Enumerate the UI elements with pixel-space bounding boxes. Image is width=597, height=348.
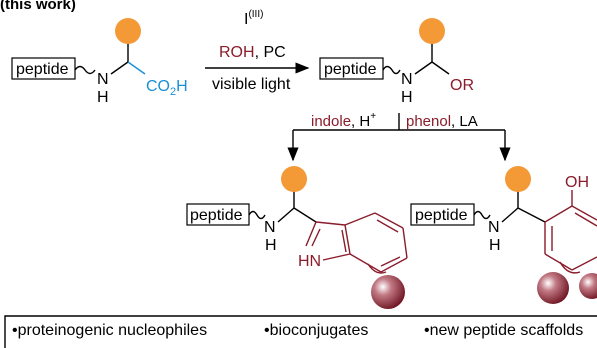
peptide-label: peptide (415, 207, 468, 224)
nh-h-label: H (401, 89, 413, 106)
peptide-label: peptide (324, 61, 377, 78)
substituent-sphere (371, 275, 405, 309)
roh-pc-label: ROH, PC (219, 44, 286, 61)
substituent-arc (559, 261, 581, 274)
substituent-arc (367, 263, 387, 274)
branch-arrows: indole, H+ phenol, LA (287, 111, 511, 162)
side-chain-circle (419, 18, 445, 44)
or-label: OR (450, 77, 474, 94)
nh-h-label: H (265, 237, 277, 254)
light-label: visible light (212, 76, 291, 93)
nh-h-label: H (489, 237, 501, 254)
nh-n-label: N (264, 219, 276, 236)
hn-label: HN (298, 253, 321, 270)
nh-n-label: N (97, 71, 109, 88)
product-indole: peptide N H HN (186, 166, 408, 309)
bullet-item: •proteinogenic nucleophiles (12, 322, 208, 339)
side-chain-circle (505, 166, 531, 192)
reagent-label: I(III) (244, 9, 263, 28)
bullet-item: •bioconjugates (264, 322, 369, 339)
substituent-sphere-partial (579, 273, 597, 299)
side-chain-circle (281, 166, 307, 192)
starting-material: peptide N H CO2H (11, 18, 188, 106)
nh-n-label: N (401, 71, 413, 88)
summary-bullets: •proteinogenic nucleophiles •bioconjugat… (12, 318, 597, 348)
nh-h-label: H (97, 89, 109, 106)
peptide-label: peptide (190, 207, 243, 224)
phenol-conditions: phenol, LA (406, 113, 478, 130)
wavy-bond (382, 65, 401, 75)
intermediate: peptide N H OR (319, 18, 474, 106)
product-phenol: peptide N H OH (410, 166, 597, 304)
peptide-label: peptide (16, 61, 69, 78)
acid-label: CO2H (146, 78, 188, 98)
wavy-bond (473, 210, 491, 220)
substituent-sphere (537, 272, 569, 304)
summary-bracket (4, 315, 597, 348)
reaction-conditions: I(III) ROH, PC visible light (205, 9, 310, 93)
indole-conditions: indole, H+ (311, 111, 376, 130)
wavy-bond (248, 210, 266, 220)
bullet-item: •new peptide scaffolds (424, 322, 584, 339)
peptide-box (11, 57, 76, 80)
header-label: (this work) (0, 0, 76, 13)
nh-n-label: N (488, 219, 500, 236)
wavy-bond (74, 65, 96, 75)
side-chain-circle (115, 18, 141, 44)
oh-label: OH (565, 174, 589, 191)
peptide-box (319, 57, 384, 80)
